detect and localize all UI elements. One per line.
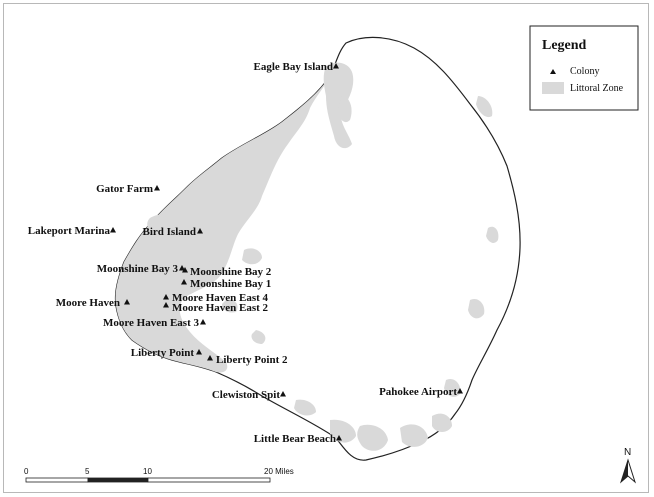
scale-bar-segment [147,477,271,483]
legend: Legend Colony Littoral Zone [529,25,639,111]
colony-label: Eagle Bay Island [254,61,333,73]
colony-triangle-icon [154,185,160,191]
colony-label: Moore Haven [56,297,120,309]
colony-label: Little Bear Beach [254,433,336,445]
colony-triangle-icon [280,391,286,397]
legend-colony-label: Colony [570,66,599,77]
scale-tick-label: 5 [85,467,90,476]
scale-bar-segment [25,477,89,483]
colony-label: Moore Haven East 2 [172,302,269,314]
colony-label: Bird Island [143,226,197,238]
colony-label: Moonshine Bay 3 [97,263,179,275]
colony-label: Clewiston Spit [212,389,280,401]
colony-label: Liberty Point 2 [216,354,288,366]
scale-tick-label: 20 Miles [264,467,294,476]
colony-triangle-icon [333,63,339,69]
colony-triangle-icon [163,302,169,308]
colony-triangle-icon [182,267,188,273]
colony-triangle-icon [196,349,202,355]
colony-triangle-icon [163,294,169,300]
colony-triangle-icon [110,227,116,233]
legend-colony-triangle-icon [550,69,556,74]
colony-triangle-icon [207,355,213,361]
colony-label: Moore Haven East 3 [103,317,200,329]
north-arrow-fill [621,460,628,482]
colony-triangle-icon [181,279,187,285]
north-arrow: N [619,447,637,484]
colony-triangle-icon [336,435,342,441]
scale-tick-label: 0 [24,467,29,476]
north-label: N [624,447,631,458]
colony-label: Gator Farm [96,183,153,195]
scale-tick-label: 10 [143,467,152,476]
colony-triangle-icon [457,388,463,394]
colony-triangle-icon [124,299,130,305]
littoral-zone [115,62,499,451]
colony-label: Pahokee Airport [379,386,457,398]
colony-label: Liberty Point [131,347,195,359]
legend-box [529,25,639,111]
legend-title: Legend [542,38,587,53]
colony-label: Lakeport Marina [28,225,111,237]
colony-label: Moonshine Bay 2 [190,266,272,278]
colony-triangle-icon [179,265,185,271]
legend-zone-swatch [542,82,564,94]
colony-triangle-icon [200,319,206,325]
scale-bar: 0 5 10 20 Miles [24,467,294,483]
colony-label: Moore Haven East 4 [172,292,269,304]
scale-bar-segment [87,477,149,483]
colony-label: Moonshine Bay 1 [190,278,271,290]
legend-zone-label: Littoral Zone [570,83,624,94]
colony-triangle-icon [197,228,203,234]
